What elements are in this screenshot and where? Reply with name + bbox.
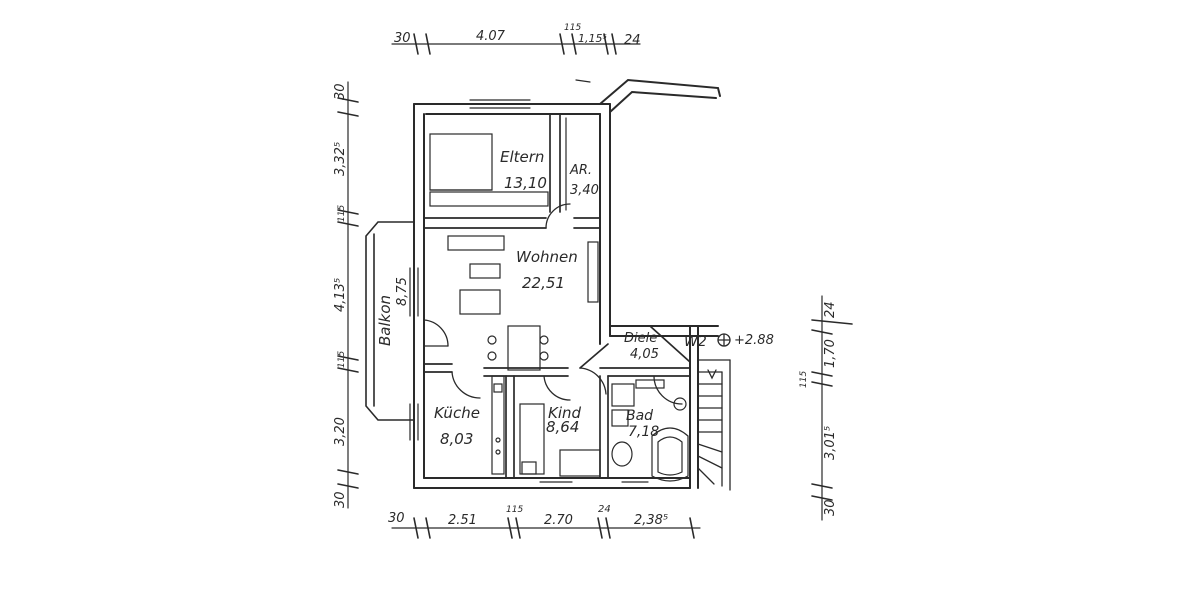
room-diele-name: Diele [624, 331, 657, 346]
dim-top-main: 4.07 [476, 29, 506, 44]
dim-left-top: 30 [333, 83, 348, 100]
unit-label: W2 [684, 334, 707, 350]
dim-bottom-gap1: 115 [506, 505, 523, 515]
windows [409, 79, 649, 483]
room-wohnen-name: Wohnen [516, 248, 578, 266]
balkon-outline [365, 221, 415, 421]
dim-bottom-gap2: 24 [598, 504, 611, 515]
dim-left-eltern: 3,32⁵ [333, 142, 348, 176]
dim-top-right: 1,15⁵ [578, 32, 607, 45]
top-dimension-line [391, 33, 641, 55]
room-diele-area: 4,05 [630, 347, 659, 362]
dim-right-diele: 1,70 [823, 339, 838, 368]
room-ar-area: 3,40 [570, 183, 599, 198]
outer-walls [413, 78, 721, 489]
unit-level: +2.88 [734, 333, 774, 348]
left-dimension-line [337, 81, 359, 509]
dim-bottom-kind: 2.70 [544, 513, 573, 528]
dim-left-wohnen: 4,13⁵ [333, 278, 348, 312]
room-eltern-area: 13,10 [504, 174, 547, 192]
dim-left-gap1: 115 [337, 205, 347, 222]
bottom-dimension-line [391, 517, 701, 539]
dim-right-top: 24 [823, 301, 838, 318]
right-dimension-line [811, 295, 853, 521]
dim-top-left: 30 [394, 31, 411, 46]
room-balkon-name: Balkon [376, 295, 394, 346]
room-kind-area: 8,64 [546, 418, 579, 436]
level-marker-icon [717, 333, 731, 347]
room-kind-name: Kind [548, 404, 582, 422]
room-bad-area: 7,18 [628, 424, 659, 440]
dim-top-end: 24 [624, 33, 641, 48]
room-wohnen-area: 22,51 [522, 274, 565, 292]
dim-top-small: 115 [564, 23, 581, 33]
room-balkon-area: 8,75 [395, 277, 410, 306]
dim-right-bottom: 30 [823, 499, 838, 516]
room-eltern-name: Eltern [500, 148, 544, 166]
dim-left-kueche: 3,20 [333, 417, 348, 446]
dim-bottom-bad: 2,38⁵ [634, 513, 668, 528]
dim-left-gap2: 115 [337, 351, 347, 368]
dim-right-gap: 115 [799, 371, 809, 388]
door-swings [423, 203, 683, 405]
room-ar-name: AR. [569, 163, 592, 178]
room-bad-name: Bad [626, 408, 653, 424]
dim-right-bad: 3,01⁵ [823, 426, 838, 460]
dim-left-bottom: 30 [333, 491, 348, 508]
staircase [697, 359, 731, 491]
room-kueche-name: Küche [434, 404, 480, 422]
room-kueche-area: 8,03 [440, 430, 473, 448]
dim-bottom-left: 30 [388, 511, 405, 526]
dim-bottom-kueche: 2.51 [448, 513, 477, 528]
furniture [429, 117, 689, 482]
